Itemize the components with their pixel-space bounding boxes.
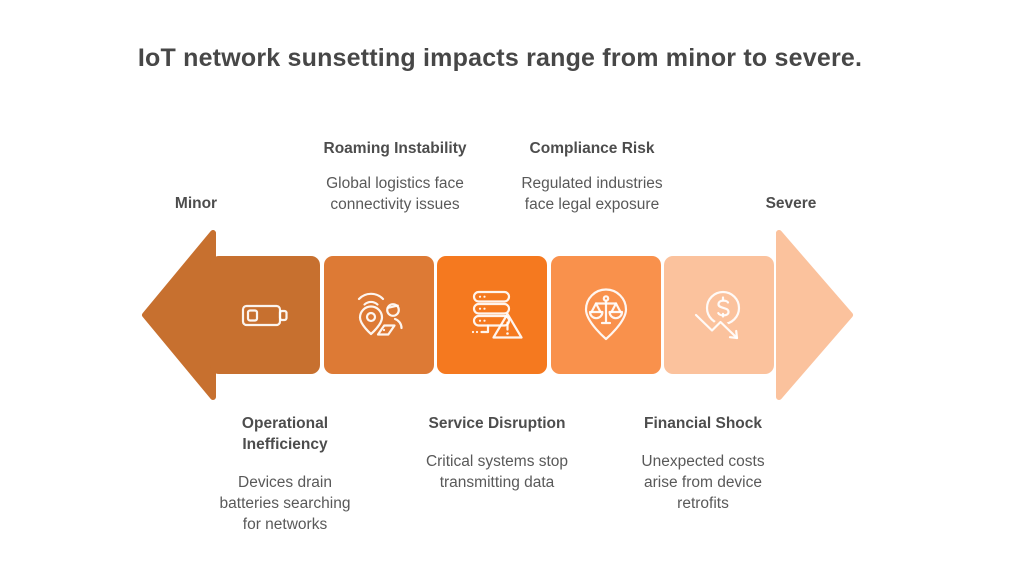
arrowhead-right: [776, 230, 853, 400]
scale-label-minor: Minor: [174, 195, 218, 212]
dollar-decline-icon: [692, 290, 741, 342]
stage-heading: Compliance Risk: [529, 140, 655, 157]
stage-description: Global logistics face connectivity issue…: [326, 175, 464, 213]
stage-description: Devices drain batteries searching for ne…: [219, 474, 351, 533]
stage-box-financial-shock: [664, 256, 774, 374]
stage-description: Regulated industries face legal exposure: [521, 175, 663, 213]
legal-scales-pin-icon: [584, 288, 627, 341]
stage-heading: Operational Inefficiency: [241, 415, 329, 453]
stage-label-operational-inefficiency: Operational Inefficiency Devices drain b…: [180, 413, 390, 535]
stage-label-compliance-risk: Compliance Risk Regulated industries fac…: [487, 138, 697, 215]
low-battery-icon: [241, 304, 288, 327]
page-title: IoT network sunsetting impacts range fro…: [137, 44, 863, 72]
stage-label-financial-shock: Financial Shock Unexpected costs arise f…: [598, 413, 808, 514]
stage-box-service-disruption: [437, 256, 547, 374]
server-alert-icon: [471, 290, 523, 339]
stage-heading: Service Disruption: [428, 415, 566, 432]
stage-box-operational-inefficiency: [210, 256, 320, 374]
stage-heading: Roaming Instability: [323, 140, 467, 157]
stage-heading: Financial Shock: [643, 415, 762, 432]
stage-label-service-disruption: Service Disruption Critical systems stop…: [392, 413, 602, 493]
stage-box-compliance-risk: [550, 256, 661, 374]
arrowhead-left: [142, 230, 216, 400]
stage-description: Critical systems stop transmitting data: [425, 453, 569, 491]
stage-description: Unexpected costs arise from device retro…: [641, 453, 765, 512]
roaming-connectivity-icon: [357, 292, 403, 336]
stage-label-roaming-instability: Roaming Instability Global logistics fac…: [290, 138, 500, 215]
scale-label-severe: Severe: [765, 195, 817, 212]
stage-box-roaming-instability: [323, 256, 434, 374]
